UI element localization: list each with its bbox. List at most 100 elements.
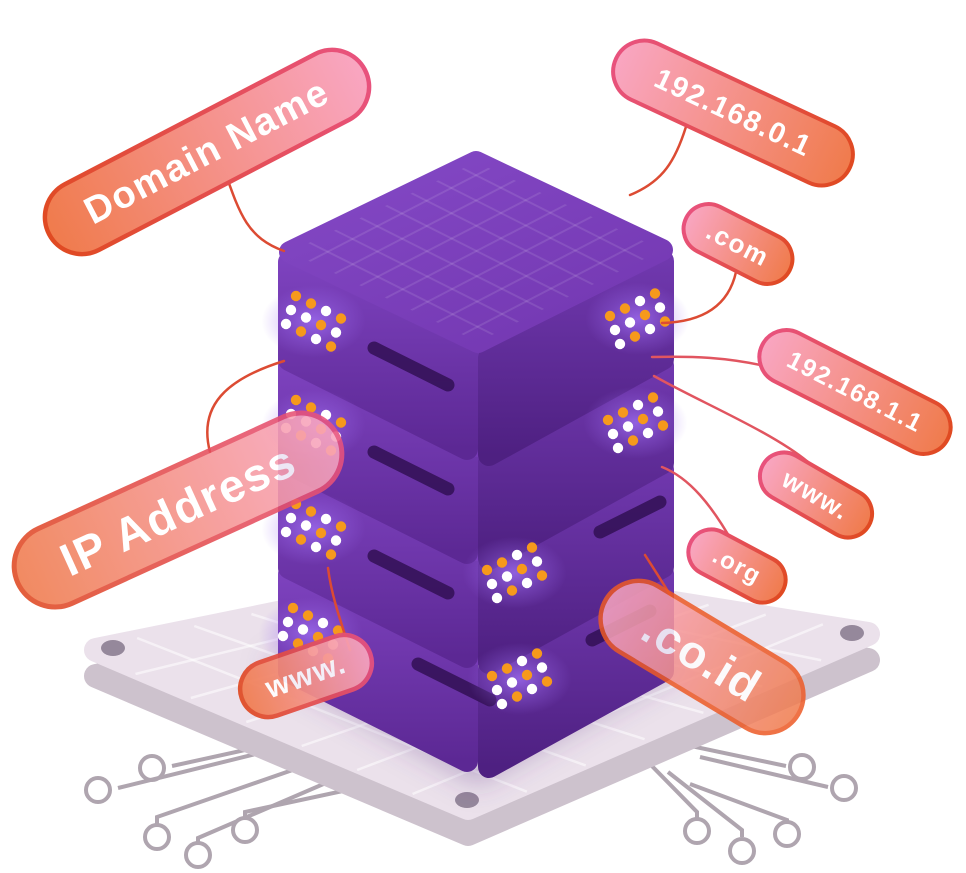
pill-background xyxy=(681,202,795,286)
led-cluster xyxy=(261,285,366,358)
server-top-grid xyxy=(302,162,650,341)
led-dot-orange xyxy=(639,309,651,321)
trace-node xyxy=(788,753,816,781)
led-dot-white xyxy=(644,323,656,335)
led-dot-orange xyxy=(315,319,327,331)
led-dot-orange xyxy=(290,394,302,406)
trace-node xyxy=(84,776,112,804)
led-dot-white xyxy=(614,338,626,350)
platform-screw xyxy=(101,640,125,656)
trace-line xyxy=(644,758,699,818)
label-pill-org: .org xyxy=(686,527,788,605)
led-dot-white xyxy=(624,317,636,328)
vent-slot xyxy=(367,445,455,496)
connector-domain-name xyxy=(223,170,286,253)
pill-background xyxy=(598,578,806,736)
circuit-traces-left xyxy=(84,736,381,869)
pill-background xyxy=(757,328,953,456)
led-dot-white xyxy=(609,324,621,336)
led-dot-white xyxy=(320,513,332,525)
trace-node xyxy=(773,820,801,848)
led-dot-orange xyxy=(305,506,317,517)
led-dot-white xyxy=(496,698,508,710)
led-dot-white xyxy=(300,312,312,323)
led-dot-orange xyxy=(511,691,523,702)
connector-www-right xyxy=(652,374,810,464)
label-pill-co-id: .co.id xyxy=(598,578,806,736)
label-pill-ip-right: 192.168.1.1 xyxy=(757,328,953,456)
led-dot-orange xyxy=(325,341,337,352)
led-dot-white xyxy=(612,442,624,454)
pill-background xyxy=(237,632,375,720)
vent-slot xyxy=(367,549,455,600)
led-dot-white xyxy=(310,333,322,345)
pill-text: Domain Name xyxy=(78,71,337,233)
label-pill-ip-top: 192.168.0.1 xyxy=(611,38,855,188)
led-dot-orange xyxy=(302,610,314,621)
led-cluster xyxy=(467,642,572,715)
led-dot-orange xyxy=(305,402,317,413)
led-dot-orange xyxy=(287,602,299,614)
led-dot-white xyxy=(277,630,289,642)
led-dot-white xyxy=(536,662,548,673)
trace-line xyxy=(666,770,744,837)
led-dot-white xyxy=(280,318,292,330)
led-dot-orange xyxy=(486,670,498,682)
led-dot-white xyxy=(310,541,322,553)
led-dot-white xyxy=(506,677,518,688)
led-dot-orange xyxy=(647,392,659,403)
led-dot-orange xyxy=(305,298,317,309)
led-dot-white xyxy=(285,304,297,316)
led-dot-orange xyxy=(531,648,543,659)
connector-org xyxy=(660,465,735,545)
pill-background xyxy=(11,410,345,610)
led-dot-orange xyxy=(649,288,661,299)
led-dot-orange xyxy=(629,331,641,342)
led-dot-orange xyxy=(657,420,669,431)
led-dot-orange xyxy=(506,585,518,596)
led-dot-white xyxy=(622,421,634,432)
pill-background xyxy=(611,38,855,188)
led-cluster xyxy=(585,282,690,355)
led-cluster xyxy=(261,493,366,566)
led-dot-white xyxy=(526,683,538,695)
led-dot-orange xyxy=(325,549,337,560)
led-dot-white xyxy=(511,549,523,561)
label-pill-com: .com xyxy=(681,202,795,286)
label-pill-www-right: www. xyxy=(757,450,875,540)
vent-slot xyxy=(593,495,667,539)
trace-line xyxy=(155,755,331,824)
led-dot-orange xyxy=(295,534,307,545)
led-dot-orange xyxy=(619,303,631,314)
led-dot-white xyxy=(607,428,619,440)
circuit-traces-right xyxy=(644,740,858,865)
led-dot-white xyxy=(317,617,329,629)
led-dot-white xyxy=(654,302,666,313)
led-dot-orange xyxy=(315,527,327,539)
led-dot-orange xyxy=(501,663,513,674)
connector-ip-top xyxy=(628,118,690,197)
led-dot-orange xyxy=(335,313,347,324)
trace-node xyxy=(143,823,171,851)
pill-background xyxy=(686,527,788,605)
trace-line xyxy=(243,781,381,817)
led-dot-orange xyxy=(335,521,347,532)
led-dot-orange xyxy=(536,570,548,581)
led-dot-white xyxy=(531,556,543,567)
led-dot-white xyxy=(297,624,309,635)
led-dot-white xyxy=(634,295,646,307)
trace-line xyxy=(117,748,273,790)
led-dot-white xyxy=(516,655,528,667)
led-dot-white xyxy=(486,578,498,590)
led-dot-white xyxy=(282,616,294,628)
label-pill-www-left: www. xyxy=(237,632,375,720)
trace-node xyxy=(728,837,756,865)
led-dot-orange xyxy=(481,564,493,576)
led-dot-orange xyxy=(526,542,538,553)
trace-node xyxy=(683,817,711,845)
led-dot-white xyxy=(642,427,654,439)
connector-ip-right xyxy=(650,355,772,369)
led-dot-white xyxy=(501,571,513,582)
led-dot-orange xyxy=(335,417,347,428)
